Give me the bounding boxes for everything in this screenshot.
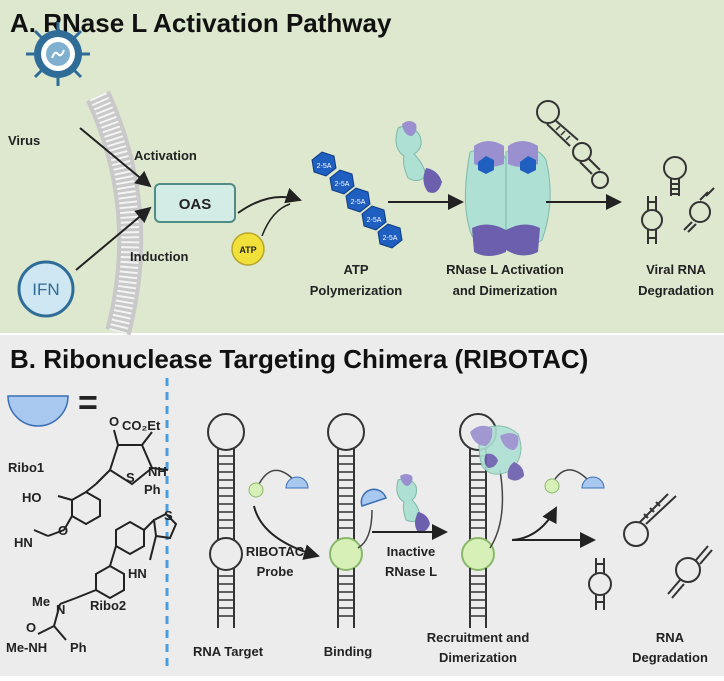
chem-o-ether: O bbox=[58, 523, 68, 538]
ifn-icon bbox=[17, 260, 75, 318]
activation-label: Activation bbox=[134, 148, 197, 163]
chem-s-top: S bbox=[126, 470, 135, 485]
twofive-label-3: 2-5A bbox=[351, 199, 366, 206]
induction-arrow bbox=[75, 206, 152, 271]
bound-hairpin-icon bbox=[327, 413, 373, 628]
probe-label-1: RIBOTAC bbox=[246, 544, 305, 559]
ribo1-label: Ribo1 bbox=[8, 460, 44, 475]
rnase-l-monomer-icon bbox=[395, 121, 442, 193]
step2-line2: and Dimerization bbox=[453, 283, 558, 298]
twofive-label-4: 2-5A bbox=[367, 217, 382, 224]
step3-line1: Viral RNA bbox=[646, 262, 706, 277]
chemical-structure bbox=[33, 429, 178, 641]
chem-ph-top: Ph bbox=[144, 482, 161, 497]
equals-sign: = bbox=[78, 384, 98, 422]
viral-rna-hairpin-icon bbox=[536, 100, 609, 189]
inactive-label-2: RNase L bbox=[385, 564, 437, 579]
step1-line1: ATP bbox=[343, 262, 368, 277]
ribo2-label: Ribo2 bbox=[90, 598, 126, 613]
ribotac-probe-icon bbox=[248, 469, 309, 498]
ribotac-ligand-icon bbox=[7, 395, 69, 427]
twofive-label-5: 2-5A bbox=[383, 235, 398, 242]
twofive-a-chain bbox=[311, 151, 403, 249]
chem-hn-left: HN bbox=[14, 535, 33, 550]
recruitment-label-1: Recruitment and bbox=[427, 630, 530, 645]
bound-ligand-icon bbox=[360, 488, 387, 507]
virus-icon bbox=[26, 22, 90, 86]
induction-label: Induction bbox=[130, 249, 189, 264]
chem-hn-right: HN bbox=[128, 566, 147, 581]
panel-b-title: B. Ribonuclease Targeting Chimera (RIBOT… bbox=[10, 344, 588, 374]
twofive-label-2: 2-5A bbox=[335, 181, 350, 188]
degraded-rna-icons bbox=[588, 493, 713, 610]
binding-label: Binding bbox=[324, 644, 372, 659]
rna-fragment-icons bbox=[641, 156, 715, 244]
chem-o-amide: O bbox=[26, 620, 36, 635]
step1-line2: Polymerization bbox=[310, 283, 403, 298]
chem-menh: Me-NH bbox=[6, 640, 47, 655]
chem-ho: HO bbox=[22, 490, 42, 505]
atp-feed-line bbox=[261, 203, 291, 237]
chem-o-top: O bbox=[109, 414, 119, 429]
rna-degradation-label-1: RNA bbox=[656, 630, 685, 645]
virus-label: Virus bbox=[8, 133, 40, 148]
ifn-label: IFN bbox=[32, 280, 59, 299]
step3-line2: Degradation bbox=[638, 283, 714, 298]
rna-target-hairpin-icon bbox=[207, 413, 245, 628]
chem-me-n: Me bbox=[32, 594, 50, 609]
atp-icon bbox=[231, 232, 265, 266]
chem-co2et: CO₂Et bbox=[122, 418, 161, 433]
recruited-rnase-l-icon bbox=[470, 425, 524, 481]
step2-line1: RNase L Activation bbox=[446, 262, 564, 277]
rna-target-label: RNA Target bbox=[193, 644, 264, 659]
inactive-rnase-l-icon bbox=[396, 474, 430, 533]
inactive-label-1: Inactive bbox=[387, 544, 435, 559]
probe-label-2: Probe bbox=[257, 564, 294, 579]
rna-degradation-label-2: Degradation bbox=[632, 650, 708, 665]
chem-s-right: S bbox=[164, 508, 173, 523]
chem-nh-top: NH bbox=[148, 464, 167, 479]
panel-a-title: A. RNase L Activation Pathway bbox=[10, 8, 392, 38]
cell-membrane bbox=[86, 90, 144, 336]
recruitment-label-2: Dimerization bbox=[439, 650, 517, 665]
activation-arrow bbox=[79, 127, 152, 188]
chem-n: N bbox=[56, 602, 65, 617]
chem-ph-bottom: Ph bbox=[70, 640, 87, 655]
rnase-l-dimer-icon bbox=[465, 141, 551, 256]
oas-label: OAS bbox=[179, 196, 212, 213]
atp-icon-label: ATP bbox=[239, 245, 256, 255]
twofive-label-1: 2-5A bbox=[317, 163, 332, 170]
probe-arrow bbox=[253, 505, 320, 560]
polymerization-arrow bbox=[237, 187, 302, 214]
oas-box bbox=[154, 183, 236, 223]
released-probe-icon bbox=[544, 469, 605, 494]
